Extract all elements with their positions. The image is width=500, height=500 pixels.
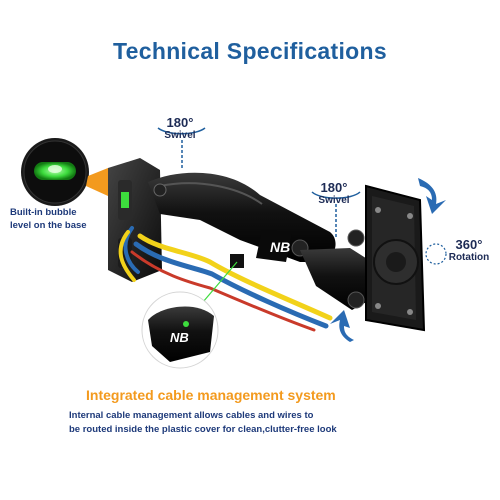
bubble-caption-line1: Built-in bubble bbox=[10, 207, 77, 218]
cable-clip bbox=[230, 254, 244, 268]
bubble bbox=[48, 165, 62, 173]
swivel-label-top: 180° Swivel bbox=[152, 115, 208, 142]
callout-pointer bbox=[86, 168, 108, 196]
cable-desc-line2: be routed inside the plastic cover for c… bbox=[69, 424, 337, 435]
wall-plate bbox=[108, 158, 162, 282]
tilt-head bbox=[300, 229, 372, 310]
swivel-top-label: Swivel bbox=[164, 130, 196, 141]
cable-management-title: Integrated cable management system bbox=[86, 387, 336, 403]
swivel-right-label: Swivel bbox=[318, 195, 350, 206]
swivel-arrow-top bbox=[157, 127, 206, 168]
swivel-label-right: 180° Swivel bbox=[306, 180, 362, 207]
swivel-right-degrees: 180° bbox=[320, 180, 348, 195]
swivel-top-degrees: 180° bbox=[166, 115, 194, 130]
rotation-degrees: 360° bbox=[455, 237, 483, 252]
bubble-level-inset bbox=[21, 138, 108, 206]
page-title: Technical Specifications bbox=[113, 38, 387, 64]
swivel-arrow-right bbox=[311, 191, 361, 238]
cable-management-description: Internal cable management allows cables … bbox=[69, 409, 449, 437]
cable-desc-line1: Internal cable management allows cables … bbox=[69, 410, 314, 421]
cable-inset: NB bbox=[141, 291, 219, 369]
bubble-level-caption: Built-in bubble level on the base bbox=[10, 206, 100, 232]
inset-logo-text: NB bbox=[170, 330, 189, 345]
bubble-caption-line2: level on the base bbox=[10, 220, 87, 231]
gas-spring-arm bbox=[148, 172, 336, 262]
logo-text: NB bbox=[270, 239, 290, 255]
rotation-arrows bbox=[330, 178, 447, 342]
rotation-label: 360° Rotation bbox=[438, 238, 500, 264]
cables bbox=[118, 226, 333, 332]
rotation-text: Rotation bbox=[448, 252, 490, 263]
bubble-level-on-base bbox=[121, 192, 129, 208]
vesa-plate bbox=[365, 184, 426, 332]
